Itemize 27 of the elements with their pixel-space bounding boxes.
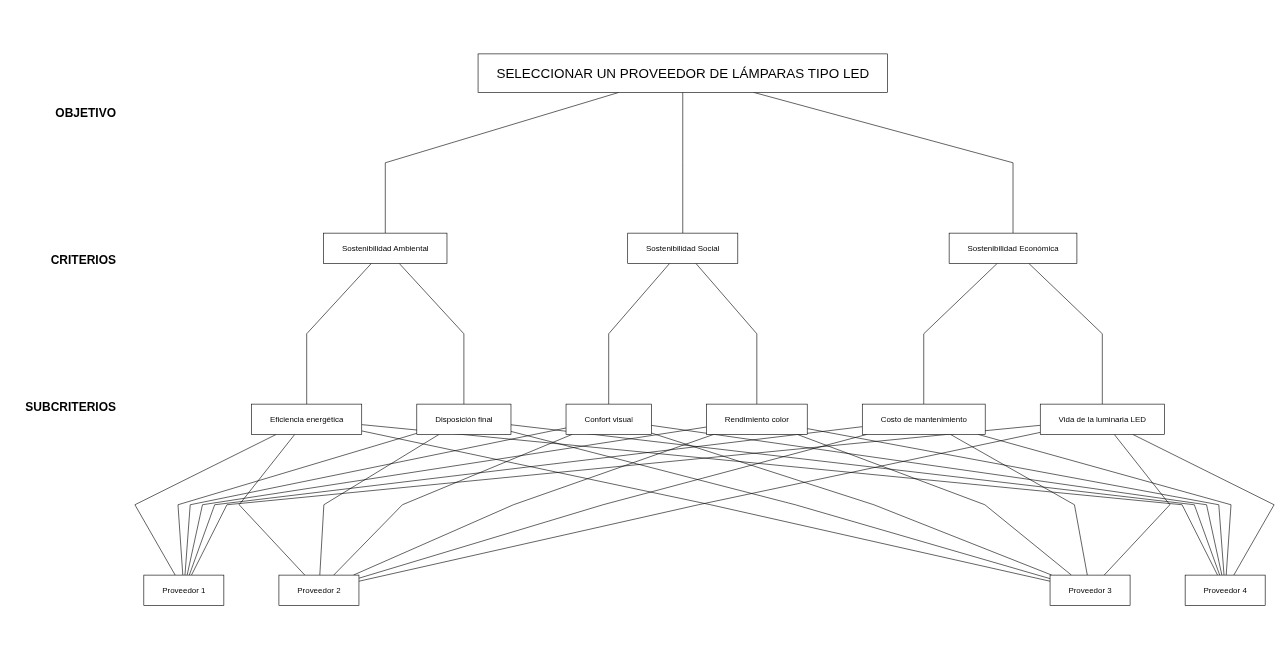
connector xyxy=(134,434,277,576)
level-label: OBJETIVO xyxy=(54,106,117,121)
connector xyxy=(184,428,567,576)
connector xyxy=(1132,434,1275,576)
connector xyxy=(306,263,372,405)
connector xyxy=(177,433,418,576)
connector xyxy=(238,434,306,576)
level-label: CRITERIOS xyxy=(49,253,117,267)
level-label: SUBCRITERIOS xyxy=(24,399,117,414)
connector xyxy=(186,427,707,576)
connector xyxy=(923,263,998,405)
connector xyxy=(950,434,1088,576)
connector xyxy=(189,426,863,576)
connector xyxy=(510,431,1051,580)
connector xyxy=(510,424,1220,576)
connector xyxy=(806,428,1225,576)
connector xyxy=(651,425,1223,576)
connector xyxy=(398,263,465,405)
connector xyxy=(695,263,758,405)
connector xyxy=(361,424,1218,576)
connector xyxy=(608,263,670,405)
connector xyxy=(319,434,440,576)
connector xyxy=(1028,263,1103,405)
connector xyxy=(191,425,1041,576)
connector xyxy=(682,92,684,234)
node-box: SELECCIONAR UN PROVEEDOR DE LÁMPARAS TIPO LED xyxy=(477,53,888,94)
connector xyxy=(1103,434,1171,576)
